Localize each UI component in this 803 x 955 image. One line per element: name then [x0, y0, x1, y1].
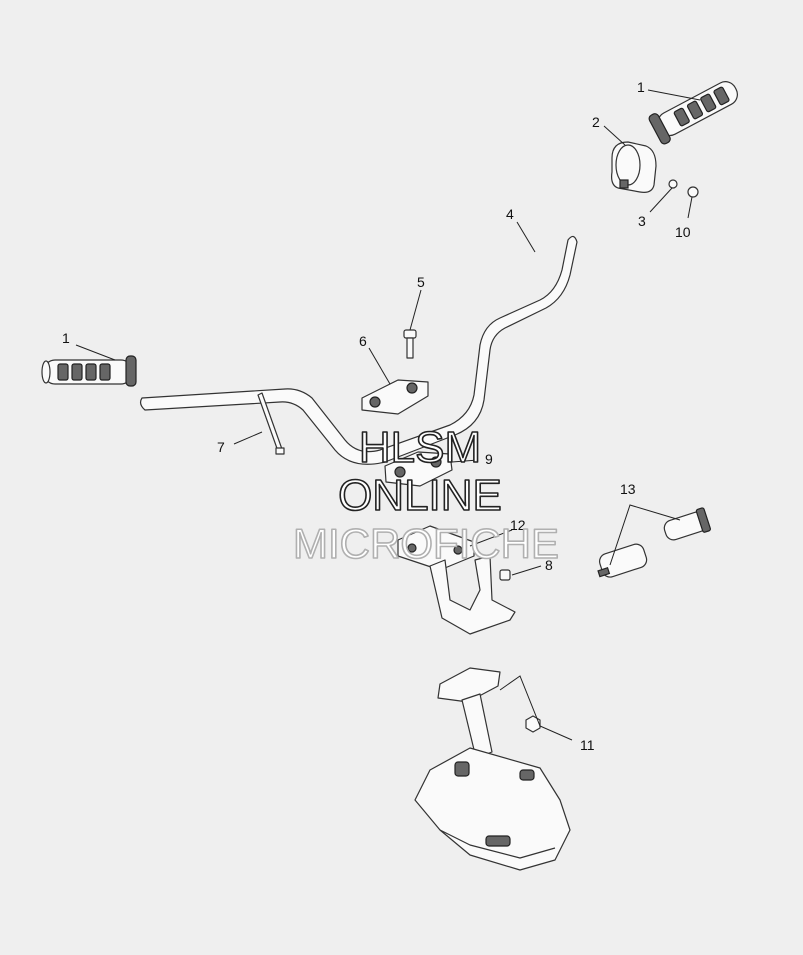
callout-10: 10 — [675, 224, 691, 240]
callout-1-right: 1 — [637, 79, 645, 95]
bar-end-right — [663, 507, 711, 541]
callout-8: 8 — [545, 557, 553, 573]
callouts: 1 1 2 3 4 5 6 7 8 9 10 11 12 13 — [62, 79, 691, 753]
throttle-housing — [611, 141, 657, 193]
callout-1-left: 1 — [62, 330, 70, 346]
callout-2: 2 — [592, 114, 600, 130]
bolt-7 — [257, 392, 285, 455]
callout-12: 12 — [510, 517, 526, 533]
leader-lines — [75, 89, 701, 741]
handlebar — [139, 235, 578, 465]
watermark-line-3: MICROFICHE — [293, 520, 559, 567]
callout-7: 7 — [217, 439, 225, 455]
left-grip — [41, 355, 137, 387]
callout-3: 3 — [638, 213, 646, 229]
bar-end-left — [597, 543, 648, 578]
screw-8 — [499, 569, 511, 581]
watermark-line-1: HLSM — [359, 423, 481, 472]
watermark-line-2: ONLINE — [338, 471, 502, 520]
right-grip — [648, 81, 738, 145]
screw-3 — [668, 179, 678, 189]
lower-clamp — [384, 451, 453, 487]
callout-11: 11 — [580, 737, 595, 753]
callout-6: 6 — [359, 333, 367, 349]
steering-frame — [414, 667, 571, 871]
callout-5: 5 — [417, 274, 425, 290]
callout-4: 4 — [506, 206, 514, 222]
watermark: HLSM ONLINE MICROFICHE — [292, 422, 560, 568]
bolt-5 — [403, 329, 417, 359]
callout-9: 9 — [485, 451, 493, 467]
mount-bracket — [397, 525, 516, 635]
callout-13: 13 — [620, 481, 636, 497]
nut-11 — [525, 715, 541, 733]
nut-10 — [687, 186, 699, 198]
upper-clamp — [361, 379, 429, 415]
